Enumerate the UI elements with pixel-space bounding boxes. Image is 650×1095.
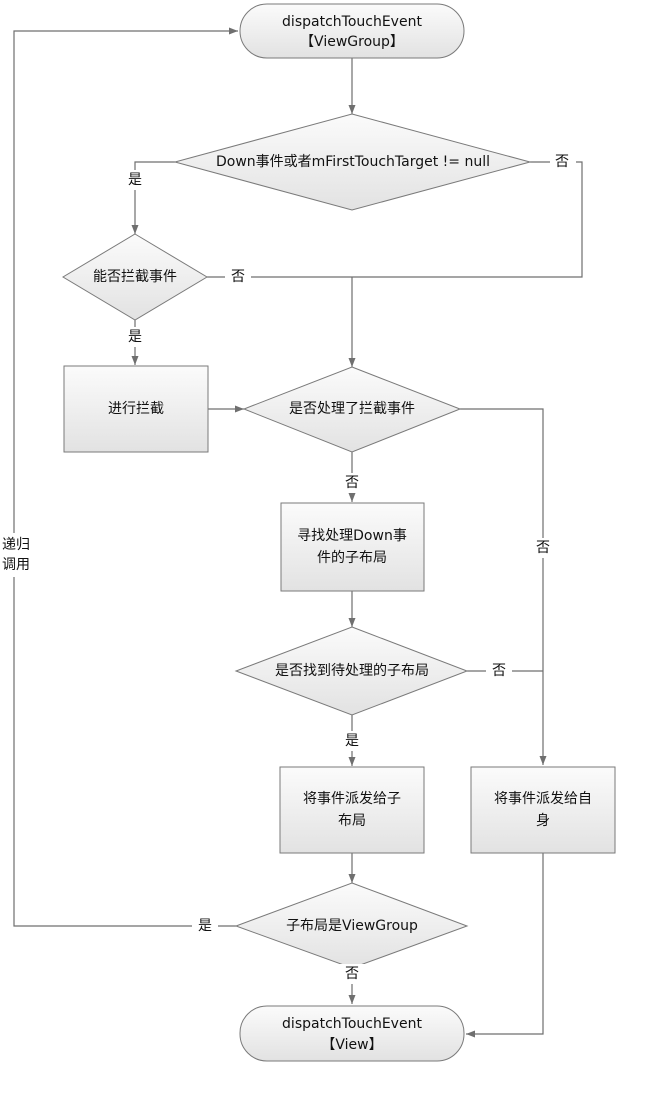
down-decision-label: Down事件或者mFirstTouchTarget != null bbox=[216, 154, 490, 170]
label-recursion-line1: 递归 bbox=[2, 536, 30, 553]
found-child-decision: 是否找到待处理的子布局 bbox=[234, 626, 469, 716]
dispatch-self-line2: 身 bbox=[536, 813, 550, 829]
handled-intercept-decision: 是否处理了拦截事件 bbox=[242, 366, 462, 453]
edge-down-yes bbox=[131, 161, 175, 234]
start-line1: dispatchTouchEvent bbox=[282, 14, 422, 30]
label-found-yes: 是 bbox=[345, 733, 359, 749]
dispatch-child-line2: 布局 bbox=[338, 813, 366, 829]
label-recursion-line2: 调用 bbox=[2, 557, 30, 573]
dispatch-to-child-process: 将事件派发给子 布局 bbox=[279, 766, 425, 854]
dispatch-child-line1: 将事件派发给子 bbox=[303, 791, 401, 807]
label-vg-no: 否 bbox=[345, 966, 359, 982]
end-line2: 【View】 bbox=[321, 1037, 382, 1053]
label-handled-no-right: 否 bbox=[536, 540, 550, 556]
find-child-line2: 件的子布局 bbox=[317, 550, 387, 566]
edge-labels: 是 否 否 是 否 否 否 是 是 否 递归 调用 bbox=[1, 152, 576, 984]
can-intercept-decision: 能否拦截事件 bbox=[62, 233, 208, 321]
label-down-yes: 是 bbox=[128, 172, 142, 188]
do-intercept-label: 进行拦截 bbox=[108, 401, 164, 417]
end-terminal: dispatchTouchEvent 【View】 bbox=[239, 1005, 465, 1062]
end-line1: dispatchTouchEvent bbox=[282, 1016, 422, 1032]
label-intercept-no: 否 bbox=[231, 269, 245, 285]
start-line2: 【ViewGroup】 bbox=[300, 34, 404, 50]
handled-intercept-label: 是否处理了拦截事件 bbox=[289, 401, 415, 417]
nodes: dispatchTouchEvent 【ViewGroup】 Down事件或者m… bbox=[62, 3, 616, 1062]
dispatch-to-self-process: 将事件派发给自 身 bbox=[470, 766, 616, 854]
edge-recursion bbox=[13, 27, 238, 927]
edge-self-to-end bbox=[466, 853, 544, 1038]
label-down-no: 否 bbox=[555, 154, 569, 170]
label-handled-no-down: 否 bbox=[345, 475, 359, 491]
edge-handled-no-right bbox=[460, 408, 547, 765]
dispatch-self-line1: 将事件派发给自 bbox=[494, 791, 592, 807]
label-intercept-yes: 是 bbox=[128, 329, 142, 345]
find-child-line1: 寻找处理Down事 bbox=[297, 528, 407, 544]
found-child-label: 是否找到待处理的子布局 bbox=[275, 663, 429, 679]
down-or-first-touch-target-decision: Down事件或者mFirstTouchTarget != null bbox=[173, 113, 532, 211]
start-terminal: dispatchTouchEvent 【ViewGroup】 bbox=[239, 3, 465, 59]
child-is-viewgroup-label: 子布局是ViewGroup bbox=[286, 918, 418, 934]
do-intercept-process: 进行拦截 bbox=[63, 365, 209, 453]
can-intercept-label: 能否拦截事件 bbox=[93, 269, 177, 285]
label-found-no: 否 bbox=[492, 663, 506, 679]
find-child-process: 寻找处理Down事 件的子布局 bbox=[280, 502, 425, 592]
label-vg-yes: 是 bbox=[198, 918, 212, 934]
child-is-viewgroup-decision: 子布局是ViewGroup bbox=[234, 882, 469, 969]
